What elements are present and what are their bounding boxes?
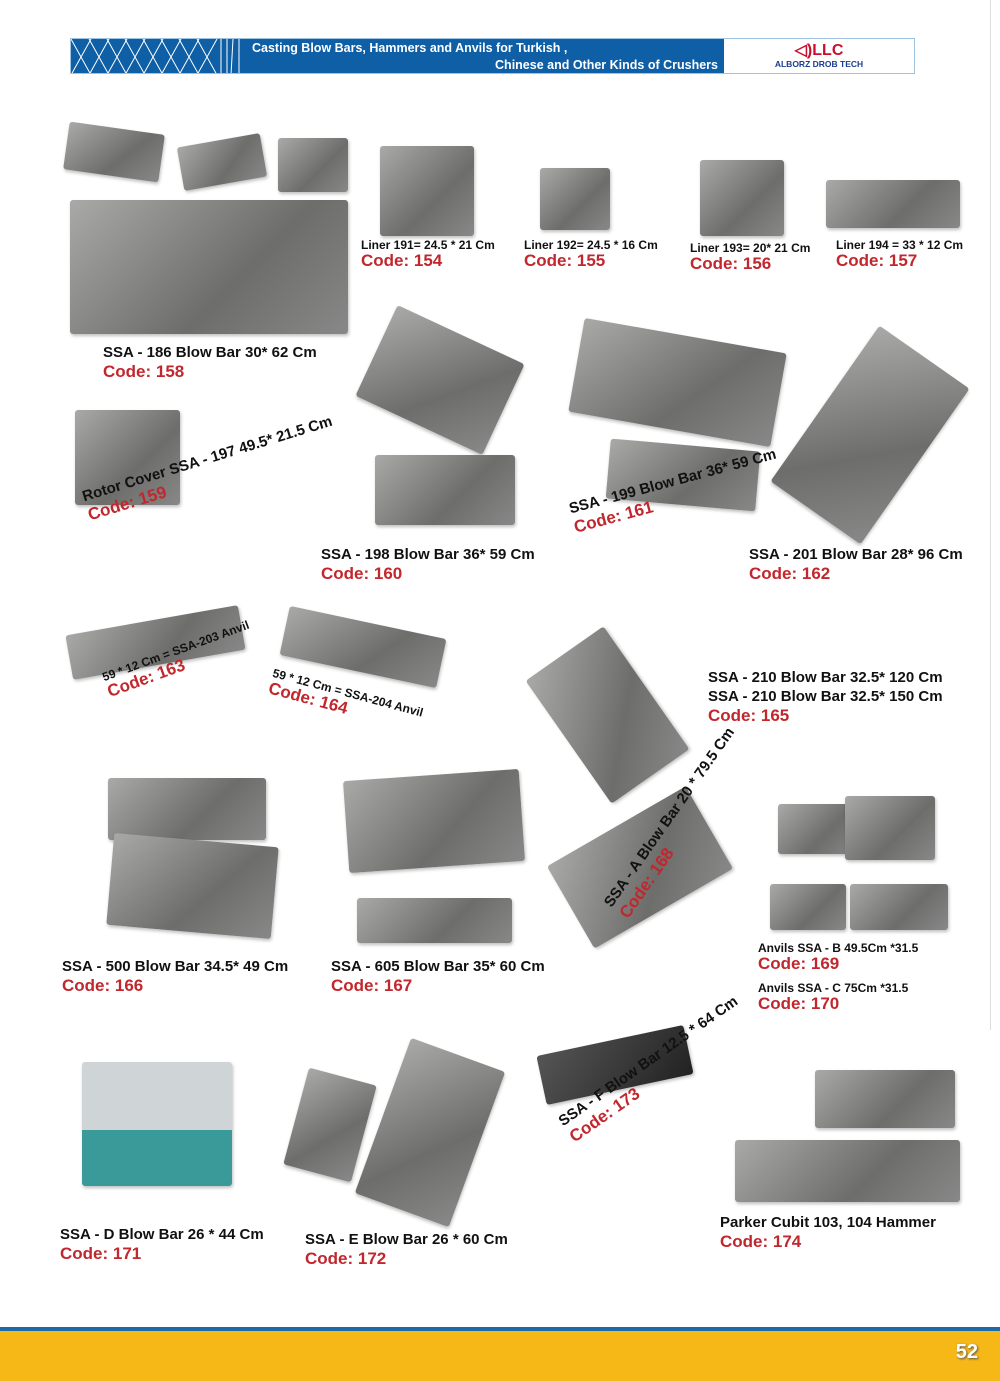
product-code: Code: 162 — [749, 564, 831, 583]
product-image-ssa-605b — [357, 898, 512, 943]
product-code: Code: 172 — [305, 1249, 387, 1268]
product-name: SSA - 186 Blow Bar 30* 62 Cm — [103, 344, 317, 361]
header-title-line2: Chinese and Other Kinds of Crushers — [495, 58, 718, 72]
product-image-ssa-186 — [70, 200, 348, 334]
product-name: Liner 192= 24.5 * 16 Cm — [524, 238, 658, 252]
header-pattern — [71, 39, 246, 73]
product-code: Code: 174 — [720, 1232, 802, 1251]
product-code: Code: 154 — [361, 251, 443, 270]
page-number: 52 — [955, 1341, 978, 1363]
product-name: Liner 191= 24.5 * 21 Cm — [361, 238, 495, 252]
logo-company-name: ALBORZ DROB TECH — [774, 59, 864, 69]
product-code: Code: 158 — [103, 362, 185, 381]
product-name: SSA - 210 Blow Bar 32.5* 120 Cm — [708, 669, 943, 686]
product-image-ssa-e — [283, 1067, 377, 1183]
product-code: Code: 165 — [708, 706, 790, 725]
product-code: Code: 166 — [62, 976, 144, 995]
product-image-ssa-201 — [770, 325, 970, 545]
product-name: SSA - 500 Blow Bar 34.5* 49 Cm — [62, 958, 289, 975]
product-code: Code: 167 — [331, 976, 413, 995]
product-name: SSA - 198 Blow Bar 36* 59 Cm — [321, 546, 535, 563]
product-image-ssa-d — [82, 1062, 232, 1186]
product-image-ssa-500b — [106, 832, 279, 940]
product-image-ssa-198 — [355, 305, 525, 455]
product-image-ssa-199 — [568, 317, 787, 448]
product-image-ssa-e2 — [354, 1037, 506, 1228]
product-image-anvil-c — [770, 884, 846, 930]
product-name: SSA - 201 Blow Bar 28* 96 Cm — [749, 546, 963, 563]
logo-mark-icon: ◁) — [794, 42, 813, 59]
product-caption: SSA - 210 Blow Bar 32.5* 120 Cm SSA - 210… — [708, 668, 943, 725]
product-image — [278, 138, 348, 192]
product-image-ssa-210 — [525, 626, 690, 804]
page-header: Casting Blow Bars, Hammers and Anvils fo… — [70, 38, 915, 74]
product-name: Liner 194 = 33 * 12 Cm — [836, 238, 964, 252]
product-image-ssa-197 — [75, 410, 180, 505]
product-image — [176, 133, 268, 191]
page-edge-line — [990, 0, 991, 1030]
header-title-line1: Casting Blow Bars, Hammers and Anvils fo… — [252, 41, 568, 55]
product-image-liner-192 — [540, 168, 610, 230]
product-code: Code: 157 — [836, 251, 918, 270]
product-image-liner-194 — [826, 180, 960, 228]
product-image-anvil-b — [778, 804, 858, 854]
product-image-anvil-b2 — [845, 796, 935, 860]
product-name: Parker Cubit 103, 104 Hammer — [720, 1214, 936, 1231]
product-name: Anvils SSA - B 49.5Cm *31.5 — [758, 941, 919, 955]
product-image-anvil-c2 — [850, 884, 948, 930]
product-code: Code: 155 — [524, 251, 606, 270]
product-name: SSA - D Blow Bar 26 * 44 Cm — [60, 1226, 264, 1243]
product-image-ssa-198b — [375, 455, 515, 525]
product-code: Code: 156 — [690, 254, 772, 273]
product-image — [63, 121, 165, 183]
product-image-parker2 — [735, 1140, 960, 1202]
product-image-liner-193 — [700, 160, 784, 236]
product-code: Code: 171 — [60, 1244, 142, 1263]
product-name: SSA - 210 Blow Bar 32.5* 150 Cm — [708, 688, 943, 705]
product-name: SSA - 605 Blow Bar 35* 60 Cm — [331, 958, 545, 975]
product-image-liner-191 — [380, 146, 474, 236]
company-logo: ◁)LLC ALBORZ DROB TECH — [724, 39, 914, 73]
product-name: SSA - E Blow Bar 26 * 60 Cm — [305, 1231, 508, 1248]
logo-llc: LLC — [812, 42, 844, 59]
header-title: Casting Blow Bars, Hammers and Anvils fo… — [246, 39, 724, 73]
product-image-ssa-500 — [108, 778, 266, 840]
product-code: Code: 169 — [758, 954, 840, 973]
product-name: Liner 193= 20* 21 Cm — [690, 241, 811, 255]
product-image-ssa-605 — [343, 768, 525, 874]
product-code: Code: 170 — [758, 994, 840, 1013]
product-code: Code: 160 — [321, 564, 403, 583]
product-name: Anvils SSA - C 75Cm *31.5 — [758, 981, 909, 995]
product-image-parker — [815, 1070, 955, 1128]
page-footer: 52 — [0, 1327, 1000, 1381]
